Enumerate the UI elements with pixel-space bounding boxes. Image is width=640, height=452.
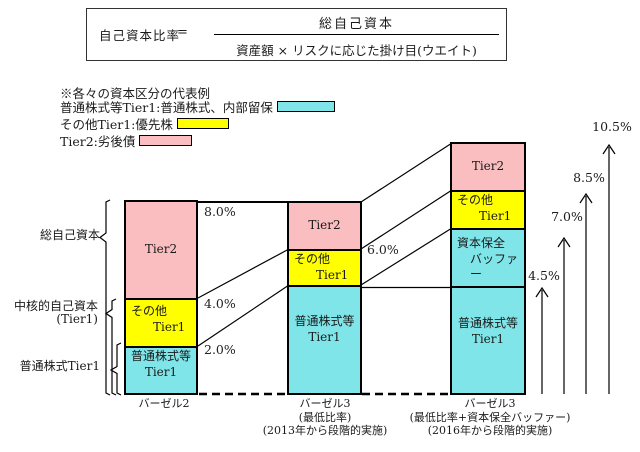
legend-item-cet1: 普通株式等Tier1:普通株式、内部留保 — [60, 99, 335, 115]
segment-tier2: Tier2 — [289, 203, 360, 249]
segment-cet1: 普通株式等 Tier1 — [452, 286, 524, 393]
bar-basel2: Tier2 その他 Tier1 普通株式等 Tier1 — [124, 200, 198, 395]
axis-label-total-capital: 総自己資本 — [39, 228, 100, 242]
arrow-label-10-5: 10.5% — [592, 119, 632, 134]
segment-additional-tier1: その他 Tier1 — [289, 249, 360, 285]
percent-marker-2: 2.0% — [204, 342, 236, 357]
bar-basel3-with-buffer: Tier2 その他 Tier1 資本保全 バッファー 普通株式等 Tier1 — [450, 142, 526, 395]
legend-item-label: その他Tier1:優先株 — [60, 117, 173, 132]
bar-basel3-minimum: Tier2 その他 Tier1 普通株式等 Tier1 — [287, 201, 362, 395]
percent-marker-4: 4.0% — [204, 296, 236, 311]
formula-box: 自己資本比率 = 総自己資本 資産額 × リスクに応じた掛け目(ウエイト) — [86, 8, 507, 61]
legend-item-tier2: Tier2:劣後債 — [60, 133, 193, 149]
segment-cet1: 普通株式等 Tier1 — [289, 285, 360, 393]
bar-caption-basel3-with-buffer: バーゼル3 (最低比率+資本保全バッファー) (2016年から段階的実施) — [409, 397, 571, 437]
axis-label-tier1: 中核的自己資本 (Tier1) — [13, 299, 98, 326]
formula-equals-sign: = — [177, 25, 188, 40]
bar-caption-basel2: バーゼル2 — [138, 397, 190, 410]
legend-swatch-yellow — [176, 118, 229, 129]
segment-tier2: Tier2 — [452, 144, 524, 190]
arrow-label-8-5: 8.5% — [573, 170, 605, 185]
axis-braces — [99, 199, 122, 396]
bar-caption-basel3-minimum: バーゼル3 (最低比率) (2013年から段階的実施) — [262, 397, 388, 437]
percent-marker-8: 8.0% — [204, 204, 236, 219]
percent-marker-6: 6.0% — [367, 242, 399, 257]
arrow-label-4-5: 4.5% — [528, 268, 560, 283]
formula-fraction-bar — [214, 34, 499, 35]
axis-label-cet1: 普通株式Tier1 — [19, 359, 100, 373]
legend-note: ※各々の資本区分の代表例 — [60, 86, 211, 101]
formula-denominator: 資産額 × リスクに応じた掛け目(ウエイト) — [236, 43, 477, 58]
formula-numerator: 総自己資本 — [318, 17, 394, 32]
legend-item-label: Tier2:劣後債 — [60, 134, 136, 149]
legend-swatch-cyan — [276, 101, 335, 112]
segment-additional-tier1: その他 Tier1 — [126, 298, 196, 346]
legend-item-label: 普通株式等Tier1:普通株式、内部留保 — [60, 100, 273, 115]
segment-conservation-buffer: 資本保全 バッファー — [452, 228, 524, 286]
segment-additional-tier1: その他 Tier1 — [452, 190, 524, 228]
segment-tier2: Tier2 — [126, 202, 196, 298]
legend-swatch-pink — [139, 135, 193, 146]
legend-item-additional-tier1: その他Tier1:優先株 — [60, 116, 229, 132]
formula-lhs: 自己資本比率 — [99, 28, 181, 43]
segment-cet1: 普通株式等 Tier1 — [126, 346, 196, 393]
arrow-label-7-0: 7.0% — [551, 209, 583, 224]
